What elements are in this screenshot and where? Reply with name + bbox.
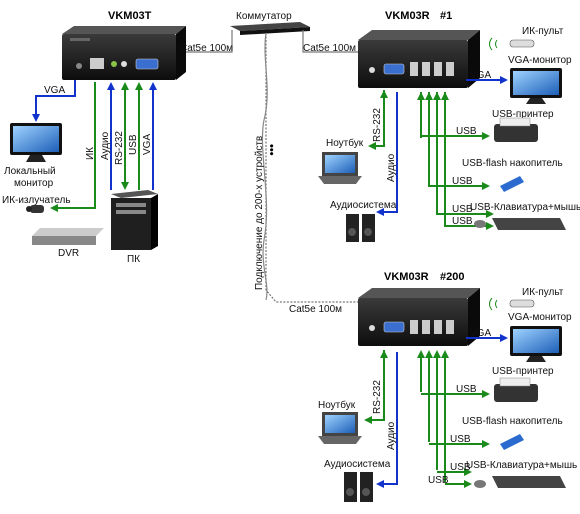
receiver-200-keyboard-icon — [474, 476, 566, 488]
transmitter-title: VKM03T — [108, 10, 152, 22]
receiver-1-connections — [368, 76, 508, 230]
receiver-200-keyboard-label: USB-Клавиатура+мышь — [466, 460, 577, 471]
receiver-1-vga-monitor-icon — [510, 68, 562, 104]
receiver-200-printer-icon — [494, 377, 538, 402]
left-rs232-label: RS-232 — [114, 131, 125, 165]
receiver-1-audio-system-label: Аудиосистема — [330, 200, 397, 211]
receiver-1-printer-icon — [494, 117, 538, 142]
ellipsis: ••• — [265, 144, 277, 156]
receiver-200-title: VKM03R — [384, 271, 429, 283]
receiver-1-ir-remote-icon — [489, 37, 535, 51]
receiver-200-rs232-label: RS-232 — [372, 380, 383, 414]
receiver-1-usb-flash-label: USB-flash накопитель — [462, 158, 563, 169]
receiver-200-usb-flash-label: USB-flash накопитель — [462, 416, 563, 427]
receiver-200-connections — [364, 334, 508, 488]
receiver-200-usb1-label: USB — [456, 384, 477, 395]
receiver-200-device — [358, 288, 480, 346]
vertical-label: Подключение до 200-х устройств — [254, 136, 265, 290]
switch-label: Коммутатор — [236, 11, 292, 22]
local-monitor-icon — [10, 123, 62, 162]
receiver-200-ir-remote-label: ИК-пульт — [522, 287, 564, 298]
local-monitor-label-2: монитор — [14, 178, 54, 189]
cable-label-3: Cat5e 100м — [289, 304, 342, 315]
receiver-200-vga-monitor-icon — [510, 326, 562, 362]
receiver-1-usb-printer-label: USB-принтер — [492, 109, 554, 120]
left-vga-vertical-label: VGA — [142, 134, 153, 155]
receiver-200-usb2-label: USB — [450, 434, 471, 445]
receiver-1-audio-label: Аудио — [386, 153, 397, 182]
ir-emitter-label: ИК-излучатель — [2, 195, 71, 206]
receiver-200-usb-printer-label: USB-принтер — [492, 366, 554, 377]
cable-label-2: Cat5e 100м — [303, 43, 356, 54]
cable-lines — [186, 30, 358, 303]
receiver-1-rs232-label: RS-232 — [372, 108, 383, 142]
dvr-label: DVR — [58, 248, 79, 259]
receiver-200-vga-monitor-label: VGA-монитор — [508, 312, 572, 323]
receiver-1-keyboard-icon — [474, 218, 566, 230]
switch-device — [230, 22, 310, 35]
receiver-1-speakers-icon — [346, 214, 375, 242]
receiver-1-flash-icon — [500, 176, 524, 192]
cable-label-1: Cat5e 100м — [180, 43, 233, 54]
receiver-200-flash-icon — [500, 434, 524, 450]
pc-tower-icon — [111, 190, 158, 250]
pc-label: ПК — [127, 254, 140, 265]
left-ik-label: ИК — [85, 147, 96, 160]
receiver-200-ir-remote-icon — [489, 297, 535, 311]
receiver-1-vga-monitor-label: VGA-монитор — [508, 55, 572, 66]
receiver-200-laptop-icon — [318, 412, 362, 444]
receiver-1-device — [358, 30, 480, 88]
receiver-1-usb3-label: USB — [452, 204, 473, 215]
left-connections — [32, 80, 157, 212]
receiver-200-usb4-label: USB — [428, 475, 449, 486]
receiver-1-vga-label: VGA — [470, 70, 491, 81]
receiver-1-usb4-label: USB — [452, 216, 473, 227]
receiver-1-title: VKM03R — [385, 10, 430, 22]
left-audio-label: Аудио — [100, 131, 111, 160]
receiver-200-vga-label: VGA — [470, 328, 491, 339]
receiver-1-laptop-icon — [318, 152, 362, 184]
receiver-200-audio-system-label: Аудиосистема — [324, 459, 391, 470]
receiver-1-laptop-label: Ноутбук — [326, 137, 364, 149]
dvr-icon — [32, 228, 104, 245]
receiver-200-speakers-icon — [344, 472, 373, 502]
receiver-1-keyboard-label: USB-Клавиатура+мышь — [470, 202, 580, 213]
transmitter-device — [62, 26, 186, 80]
receiver-200-usb3-label: USB — [450, 462, 471, 473]
receiver-200-laptop-label: Ноутбук — [318, 399, 356, 411]
left-usb-label: USB — [128, 134, 139, 155]
left-vga-label: VGA — [44, 85, 65, 96]
receiver-200-audio-label: Аудио — [386, 421, 397, 450]
receiver-1-index: #1 — [440, 10, 452, 22]
ir-emitter-icon — [26, 205, 44, 213]
receiver-200-index: #200 — [440, 271, 464, 283]
receiver-1-ir-remote-label: ИК-пульт — [522, 26, 564, 37]
receiver-1-usb1-label: USB — [456, 126, 477, 137]
receiver-1-usb2-label: USB — [452, 176, 473, 187]
local-monitor-label-1: Локальный — [4, 166, 56, 177]
